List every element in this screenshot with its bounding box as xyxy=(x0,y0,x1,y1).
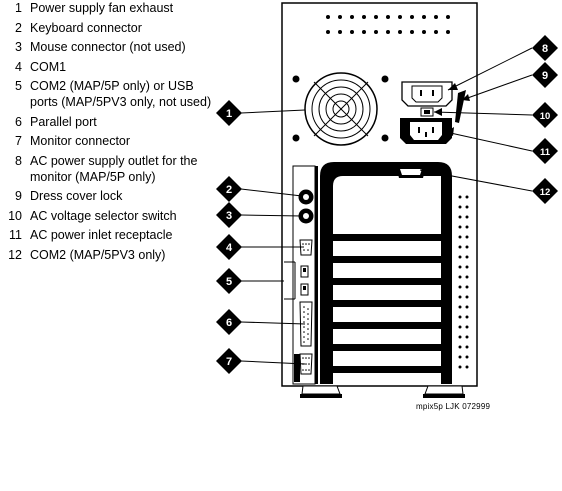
legend-item: 10 AC voltage selector switch xyxy=(0,208,215,224)
legend-item: 3 Mouse connector (not used) xyxy=(0,39,215,55)
legend-number: 4 xyxy=(15,59,22,74)
expansion-slot-covers xyxy=(333,234,441,373)
callout-label: 12 xyxy=(540,187,551,198)
legend-number: 2 xyxy=(15,20,22,35)
mouse-connector xyxy=(298,208,314,224)
legend-text: AC power inlet receptacle xyxy=(30,228,173,242)
legend-item: 5 COM2 (MAP/5P only) or USB ports (MAP/5P… xyxy=(0,78,215,110)
callout-badge-8: 8 xyxy=(532,35,558,61)
com1-port xyxy=(299,239,313,256)
legend-item: 4 COM1 xyxy=(0,59,215,75)
legend-number: 3 xyxy=(15,40,22,54)
legend-item: 2 Keyboard connector xyxy=(0,20,215,36)
callout-label: 9 xyxy=(542,70,548,82)
legend-number: 5 xyxy=(15,79,22,93)
legend-text: Mouse connector (not used) xyxy=(30,40,186,54)
legend-number: 1 xyxy=(15,1,22,15)
tower-feet xyxy=(300,385,465,398)
legend-item: 1 Power supply fan exhaust xyxy=(0,0,215,16)
legend-number: 9 xyxy=(15,189,22,203)
callout-badge-9: 9 xyxy=(532,62,558,88)
legend-text: COM2 (MAP/5P only) or USB ports (MAP/5PV… xyxy=(30,79,212,109)
legend-item: 12 COM2 (MAP/5PV3 only) xyxy=(0,247,215,263)
legend-item: 7 Monitor connector xyxy=(0,133,215,149)
callout-leader-lines xyxy=(240,47,533,365)
fan-exhaust xyxy=(292,72,389,146)
legend-text: COM1 xyxy=(30,59,67,74)
callout-badge-1: 1 xyxy=(216,100,242,126)
callout-label: 10 xyxy=(540,111,551,122)
callout-badge-5: 5 xyxy=(216,268,242,294)
keyboard-connector xyxy=(298,189,314,205)
callout-label: 11 xyxy=(540,147,551,158)
legend-number: 8 xyxy=(15,153,22,168)
legend-number: 11 xyxy=(9,228,22,242)
legend-text: Power supply fan exhaust xyxy=(30,1,174,15)
parallel-port xyxy=(299,301,313,347)
com2-connector xyxy=(396,166,426,178)
legend-text: Monitor connector xyxy=(30,134,131,148)
legend-item: 6 Parallel port xyxy=(0,114,215,130)
ac-power-inlet xyxy=(400,118,452,144)
monitor-connector xyxy=(299,353,313,375)
callout-label: 4 xyxy=(226,242,233,254)
callout-badge-3: 3 xyxy=(216,202,242,228)
legend-number: 10 xyxy=(8,208,22,223)
callout-label: 2 xyxy=(226,184,232,196)
callout-arrowheads xyxy=(420,83,470,175)
callout-badge-2: 2 xyxy=(216,176,242,202)
callout-badge-10: 10 xyxy=(532,102,558,128)
legend-item: 9 Dress cover lock xyxy=(0,188,215,204)
legend-text: COM2 (MAP/5PV3 only) xyxy=(30,247,166,262)
legend-list: 1 Power supply fan exhaust 2 Keyboard conn… xyxy=(0,0,215,266)
legend-number: 12 xyxy=(8,247,22,262)
legend-text: Dress cover lock xyxy=(30,189,123,203)
voltage-selector-switch xyxy=(420,107,434,117)
side-vent-holes xyxy=(458,195,469,369)
callout-label: 1 xyxy=(226,108,232,120)
legend-text: Parallel port xyxy=(30,114,97,129)
callout-label: 6 xyxy=(226,317,232,329)
top-vent-holes xyxy=(326,15,450,34)
callout-label: 3 xyxy=(226,210,232,222)
callout-badge-4: 4 xyxy=(216,234,242,260)
legend-number: 7 xyxy=(15,134,22,148)
figure-credit: mpix5p LJK 072999 xyxy=(416,402,491,411)
legend-item: 8 AC power supply outlet for the monitor … xyxy=(0,153,215,185)
legend-text: AC power supply outlet for the monitor (… xyxy=(30,153,198,184)
legend-text: AC voltage selector switch xyxy=(30,208,177,223)
dress-cover-lock xyxy=(455,90,466,123)
com2-usb-ports xyxy=(284,261,309,300)
callout-label: 7 xyxy=(226,356,232,368)
monitor-power-outlet xyxy=(401,81,453,107)
legend-item: 11 AC power inlet receptacle xyxy=(0,227,215,243)
callout-label: 5 xyxy=(226,276,232,288)
legend-text: Keyboard connector xyxy=(30,20,142,35)
callout-badge-7: 7 xyxy=(216,348,242,374)
legend-number: 6 xyxy=(15,114,22,129)
callout-badge-11: 11 xyxy=(532,138,558,164)
callout-label: 8 xyxy=(542,43,548,55)
callout-badge-6: 6 xyxy=(216,309,242,335)
callout-badge-12: 12 xyxy=(532,178,558,204)
